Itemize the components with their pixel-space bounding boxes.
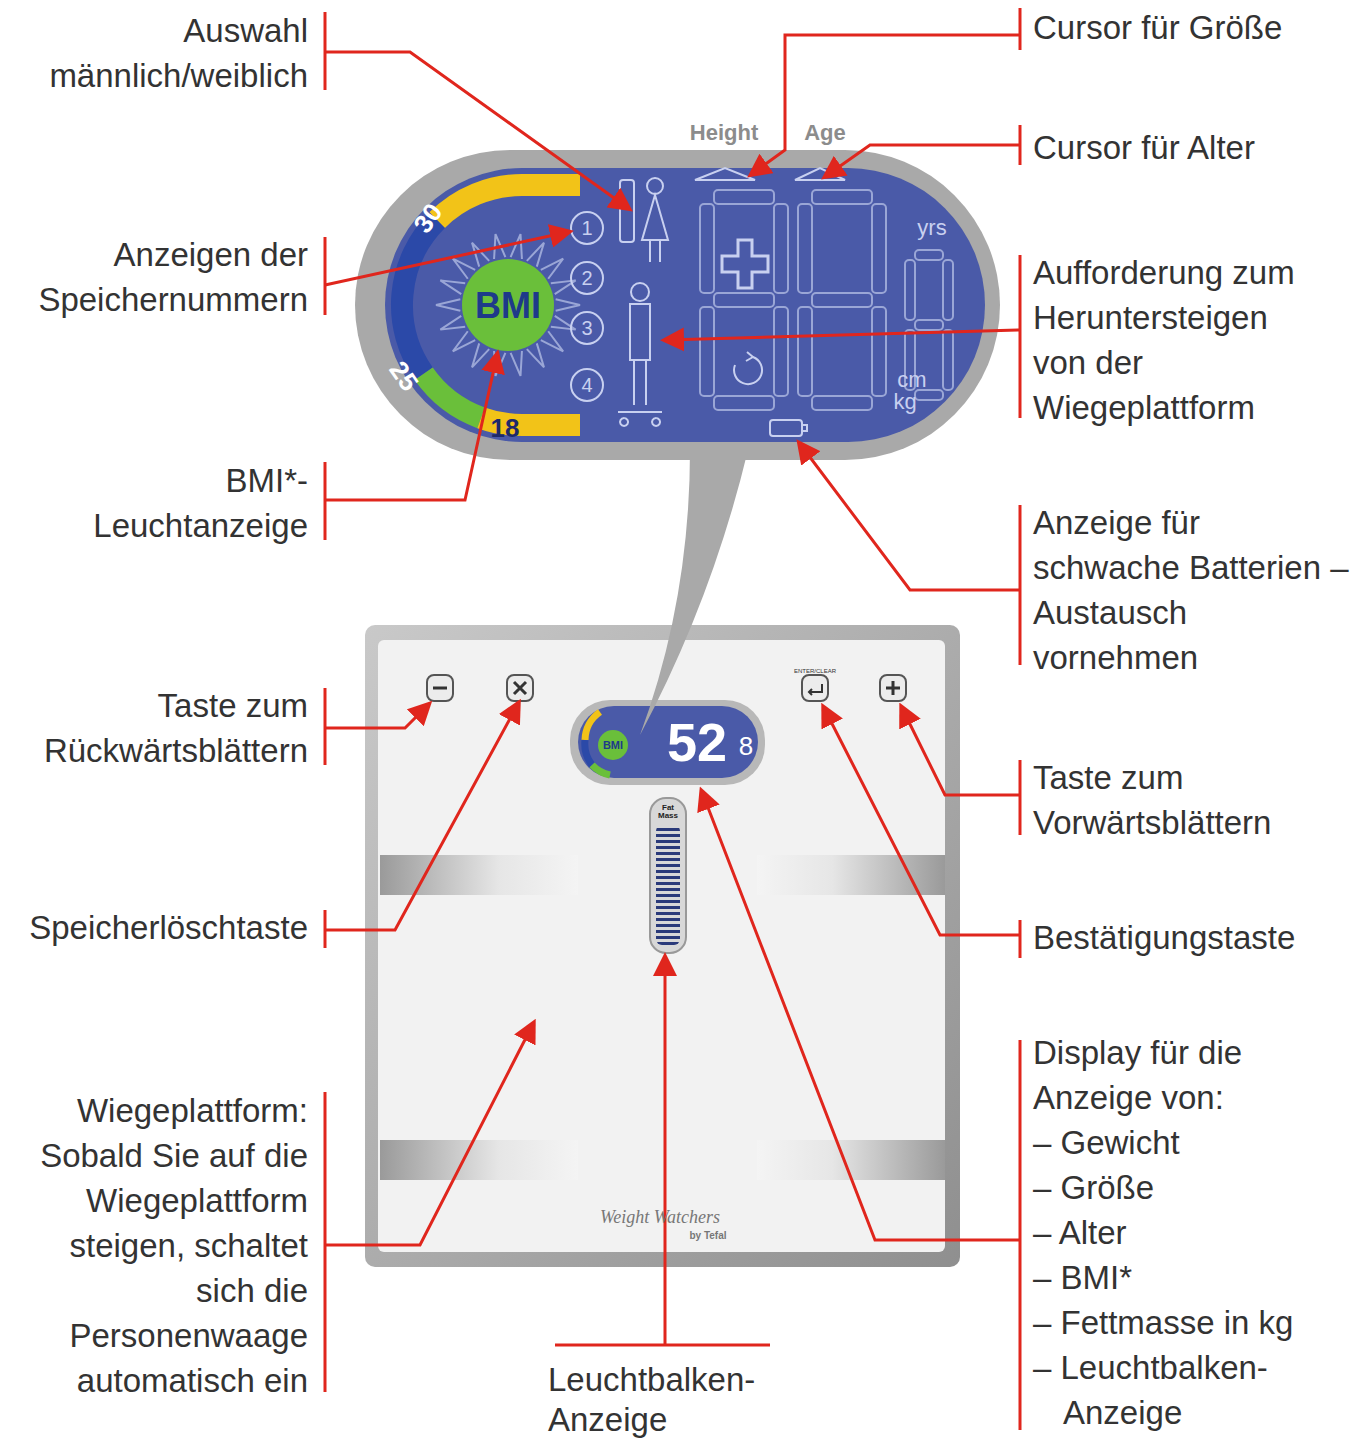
callout-label: Anzeige für schwache Batterien – Austaus… [1033, 500, 1349, 680]
illustration-text: BMI [603, 740, 623, 751]
segment-outline [812, 190, 872, 204]
illustration-text: by Tefal [689, 1231, 726, 1241]
ray-stroke [453, 331, 475, 351]
segment-outline [774, 307, 788, 396]
illustration-text: 1 [581, 218, 592, 238]
callout-label: Display für die Anzeige von: [1033, 1030, 1323, 1120]
segment-outline [700, 204, 714, 293]
segment-outline [774, 204, 788, 293]
callout-label: – Größe [1033, 1165, 1343, 1210]
callout-label: Anzeigen der Speichernummern [8, 232, 308, 322]
illustration-text: kg [893, 391, 916, 413]
segment-outline [700, 307, 714, 396]
callout-label: – Alter [1033, 1210, 1343, 1255]
segment-outline [915, 250, 943, 260]
segment-outline [915, 390, 943, 400]
ray-stroke [453, 259, 475, 279]
callout-label: Bestätigungstaste [1033, 915, 1343, 960]
callout-label: Aufforderung zum Heruntersteigen von der… [1033, 250, 1323, 430]
illustration-text: cm [897, 369, 926, 391]
ray-stroke [541, 259, 563, 279]
illustration-text: 4 [581, 375, 592, 395]
ray-stroke [436, 299, 460, 310]
ray-stroke [527, 343, 544, 367]
callout-label: Auswahl männlich/weiblich [8, 8, 308, 98]
illustration-text: 52 [667, 715, 727, 769]
illustration-text: Age [804, 122, 846, 144]
callout-label: Taste zum Vorwärtsblättern [1033, 755, 1343, 845]
callout-label: Taste zum Rückwärtsblättern [8, 683, 308, 773]
illustration-text: 3 [581, 318, 592, 338]
illustration-text: BMI [475, 288, 541, 324]
segment-outline [798, 307, 812, 396]
ray-stroke [541, 331, 563, 351]
callout-label: Cursor für Alter [1033, 125, 1343, 170]
callout-label: BMI*- Leuchtanzeige [8, 458, 308, 548]
segment-outline [812, 293, 872, 307]
illustration-text: Height [690, 122, 758, 144]
ray-stroke [440, 280, 465, 294]
callout-label: Speicherlöschtaste [8, 905, 308, 950]
illustration-text: Weight Watchers [600, 1208, 720, 1226]
callout-label: – Gewicht [1033, 1120, 1343, 1165]
callout-label: Cursor für Größe [1033, 5, 1343, 50]
illustration-text: Fat Mass [656, 804, 680, 820]
segment-outline [915, 320, 943, 330]
callout-label: Wiegeplattform: Sobald Sie auf die Wiege… [8, 1088, 308, 1403]
segment-outline [812, 396, 872, 410]
ray-stroke [472, 343, 489, 367]
ray-stroke [527, 243, 544, 267]
callout-label: – Fettmasse in kg [1033, 1300, 1343, 1345]
illustration-text: 8 [739, 733, 753, 759]
segment-outline [798, 204, 812, 293]
callout-label: – Leuchtbalken- Anzeige [1033, 1345, 1293, 1435]
segment-outline [905, 260, 915, 320]
illustration-text: 18 [491, 415, 520, 441]
segment-outline [714, 190, 774, 204]
segment-outline [872, 307, 886, 396]
ray-stroke [511, 351, 522, 376]
callout-label: Leuchtbalken- Anzeige [548, 1360, 783, 1440]
segment-outline [943, 260, 953, 320]
segment-outline [714, 396, 774, 410]
illustration-text: yrs [917, 217, 946, 239]
ray-stroke [511, 234, 522, 259]
segment-outline [714, 293, 774, 307]
segment-outline [943, 330, 953, 390]
segment-outline [872, 204, 886, 293]
ray-stroke [472, 243, 489, 267]
ray-stroke [556, 299, 580, 310]
illustration-text: ENTER/CLEAR [794, 668, 836, 674]
callout-label: – BMI* [1033, 1255, 1343, 1300]
ray-stroke [440, 316, 465, 330]
illustration-text: 2 [581, 268, 592, 288]
